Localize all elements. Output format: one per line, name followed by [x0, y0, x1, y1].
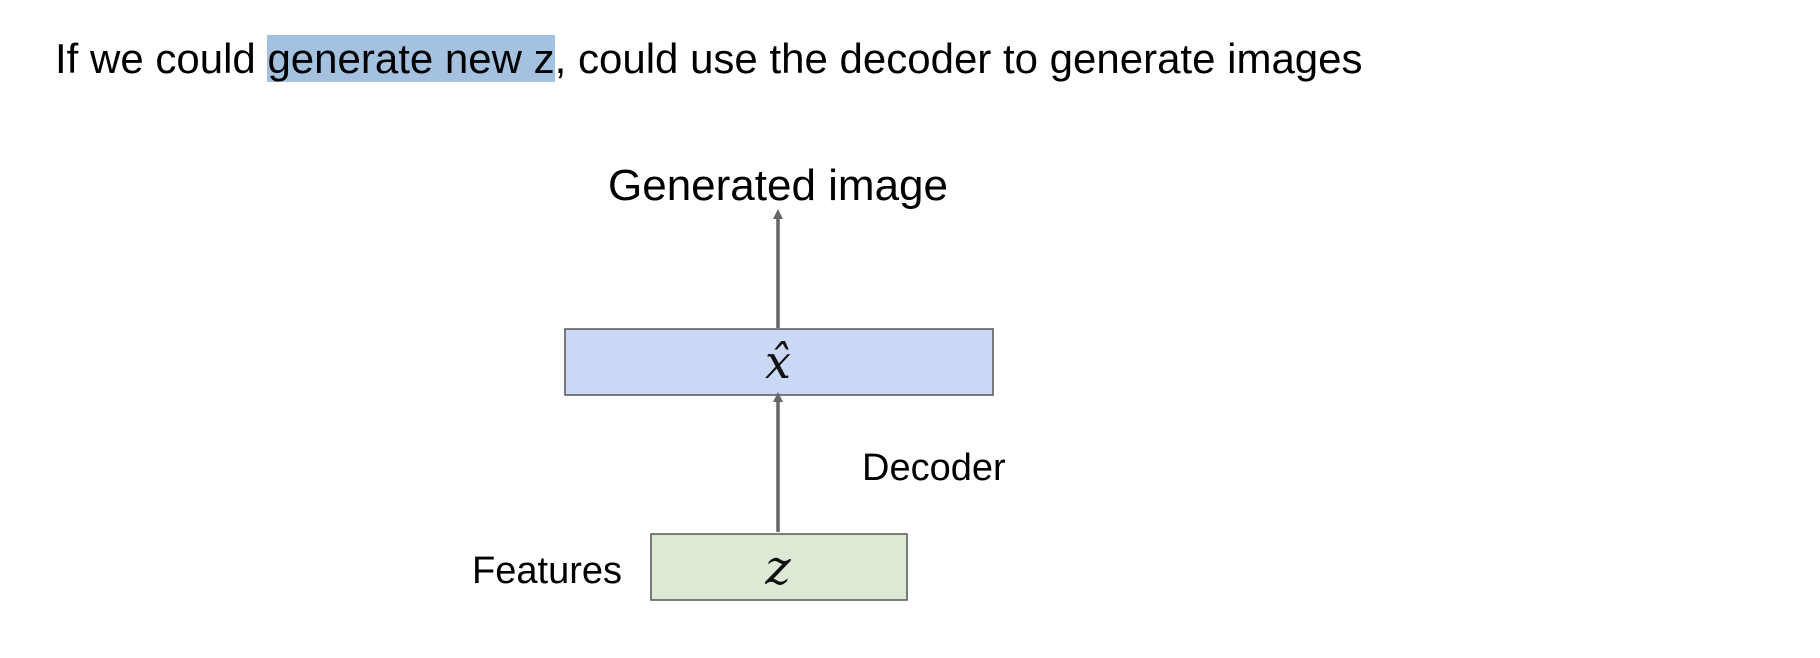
xhat-symbol: x̂: [765, 335, 791, 389]
z-box: z: [650, 533, 908, 601]
decoder-label: Decoder: [862, 447, 1006, 489]
generated-image-label: Generated image: [608, 161, 948, 210]
headline: If we could generate new z, could use th…: [55, 30, 1363, 88]
z-box-rect: [650, 533, 908, 601]
features-label: Features: [472, 550, 622, 592]
headline-highlight[interactable]: generate new z: [267, 35, 555, 82]
z-symbol: z: [764, 540, 791, 596]
headline-after: , could use the decoder to generate imag…: [554, 35, 1363, 82]
xhat-box-rect: [564, 328, 994, 396]
xhat-box: x̂: [564, 328, 994, 396]
headline-before: If we could: [55, 35, 268, 82]
